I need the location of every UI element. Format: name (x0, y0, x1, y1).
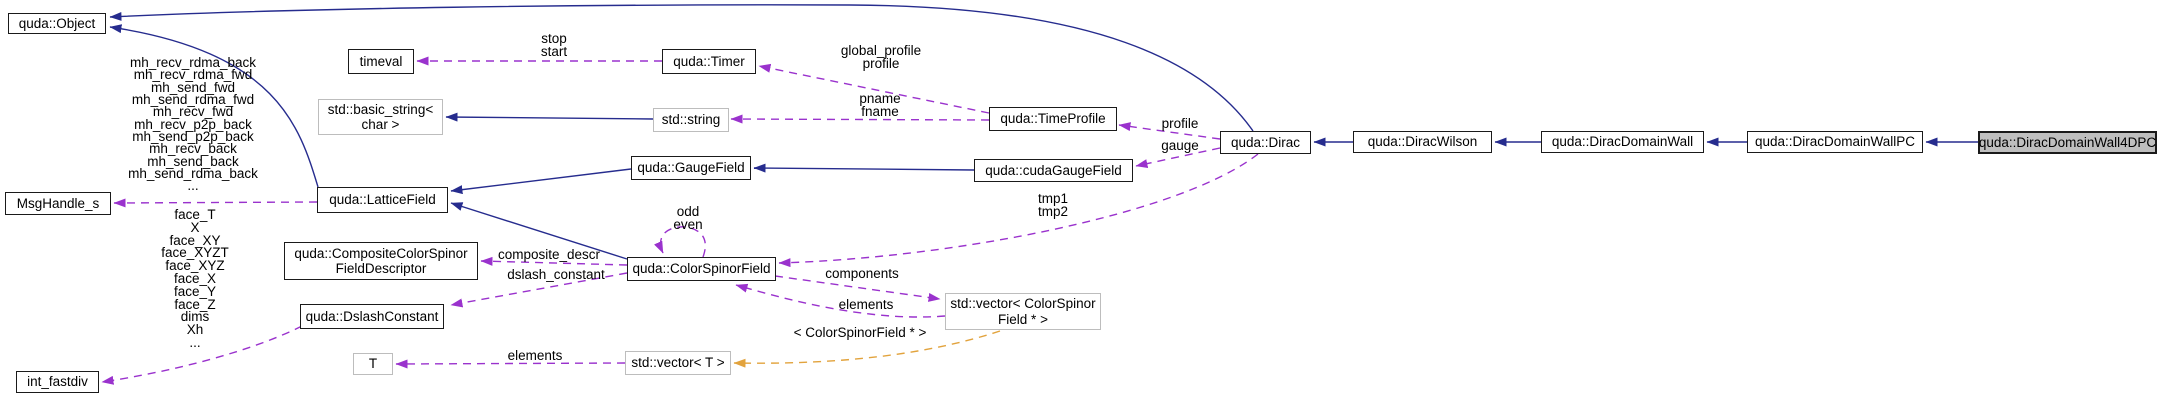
node-quda-gaugefield[interactable]: quda::GaugeField (631, 156, 751, 180)
node-timeval[interactable]: timeval (348, 49, 414, 74)
node-quda-dirac[interactable]: quda::Dirac (1220, 131, 1311, 154)
edge-inherit-gaugefield-to-latticefield (450, 168, 632, 195)
node-std-basic-string[interactable]: std::basic_string<char > (318, 99, 443, 135)
edge-inherit-latticefield-to-object (109, 24, 319, 188)
edge-usage-timeprofile-to-string (730, 114, 990, 124)
node-quda-cudagaugefield[interactable]: quda::cudaGaugeField (974, 159, 1133, 182)
edge-usage-dirac-to-colorspinor (778, 153, 1259, 268)
node-msghandle-s[interactable]: MsgHandle_s (5, 192, 111, 215)
node-t[interactable]: T (353, 353, 393, 375)
edge-usage-dslashconstant-to-intfastdiv (101, 325, 303, 385)
node-quda-diracdomainwall[interactable]: quda::DiracDomainWall (1541, 131, 1704, 153)
edge-usage-timeprofile-to-timer (758, 63, 990, 114)
edge-inherit-cudagauge-to-gaugefield (753, 163, 975, 173)
node-quda-diracdomainwallpc[interactable]: quda::DiracDomainWallPC (1747, 131, 1923, 153)
node-quda-diracwilson[interactable]: quda::DiracWilson (1353, 131, 1492, 153)
edge-usage-dirac-to-cudagauge (1135, 147, 1221, 168)
node-quda-dslashconstant[interactable]: quda::DslashConstant (300, 304, 444, 329)
edge-inherit-colorspinor-to-latticefield (450, 202, 628, 260)
node-quda-object[interactable]: quda::Object (8, 13, 106, 34)
node-quda-timeprofile[interactable]: quda::TimeProfile (989, 107, 1117, 131)
edge-usage-vectorcsf-to-colorspinor (735, 283, 946, 318)
node-quda-diracdomainwall4dpc[interactable]: quda::DiracDomainWall4DPC (1978, 131, 2157, 154)
edge-usage-latticefield-to-msghandle (113, 198, 318, 208)
node-quda-colorspinorfield[interactable]: quda::ColorSpinorField (627, 257, 776, 281)
node-std-vector-t[interactable]: std::vector< T > (625, 351, 731, 375)
edge-usage-colorspinor-to-dslashconstant (450, 272, 628, 308)
edge-template-vectorcsf-to-vectort (733, 330, 1001, 368)
edge-usage-colorspinor-to-vectorcsf (774, 275, 941, 302)
node-std-string[interactable]: std::string (653, 108, 729, 132)
edge-usage-colorspinor-selfloop (654, 226, 706, 258)
node-quda-latticefield[interactable]: quda::LatticeField (317, 187, 448, 213)
node-quda-timer[interactable]: quda::Timer (662, 49, 756, 74)
edge-inherit-string-to-basicstring (445, 112, 654, 122)
edge-inherit-dirac-to-object (109, 4, 1254, 132)
node-int-fastdiv[interactable]: int_fastdiv (16, 371, 99, 393)
edge-usage-colorspinor-to-descriptor (480, 256, 628, 266)
edge-usage-vectort-to-t (395, 359, 626, 369)
edge-usage-dirac-to-timeprofile (1118, 122, 1221, 140)
